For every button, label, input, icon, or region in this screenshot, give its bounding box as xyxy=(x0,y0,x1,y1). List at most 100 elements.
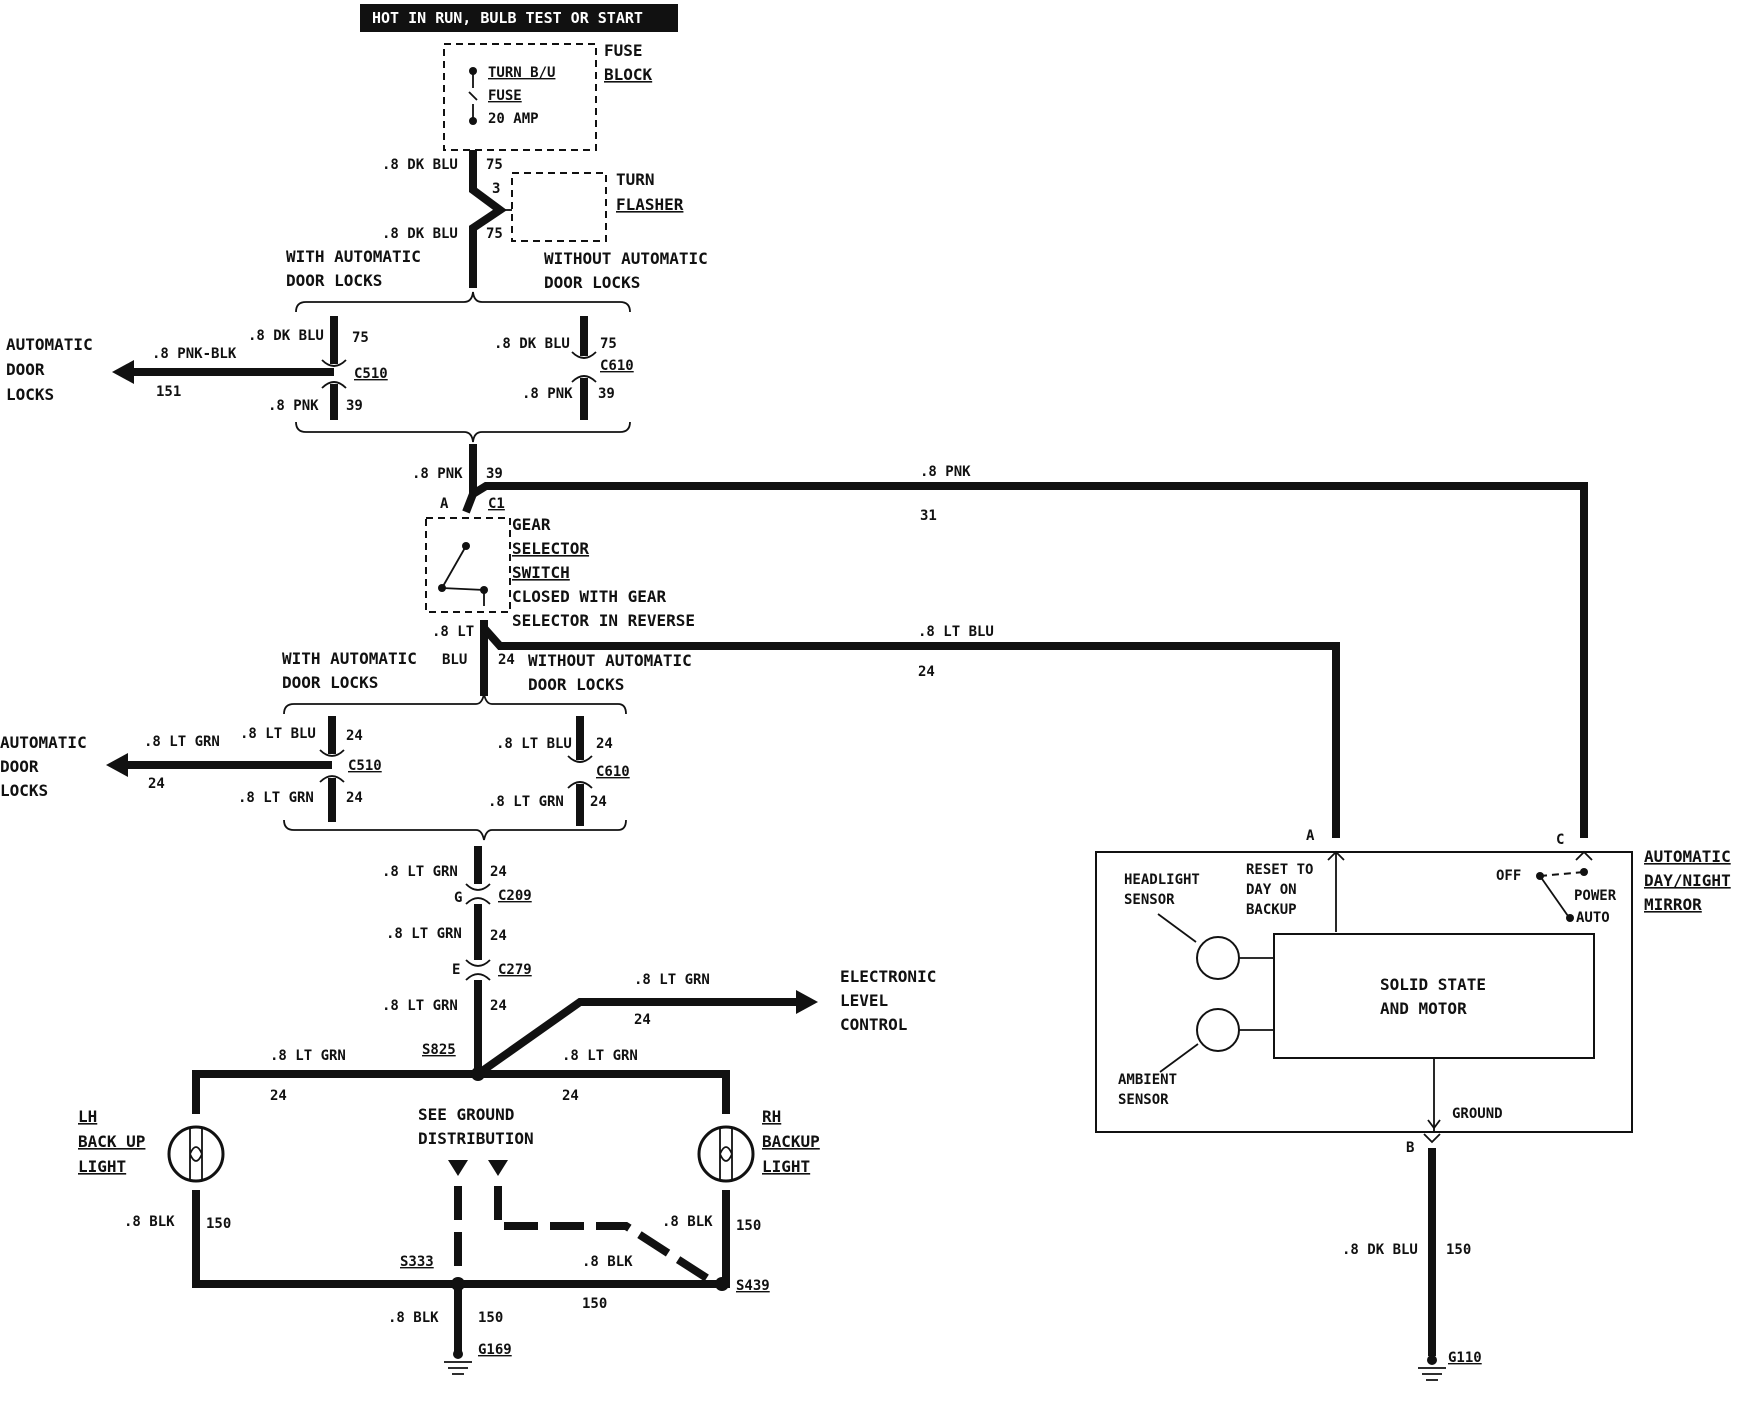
c610a-top-label: .8 DK BLU xyxy=(494,336,570,352)
gw-drop-label: .8 BLK xyxy=(388,1310,439,1326)
fuse-block-title-2: BLOCK xyxy=(604,65,653,84)
mirror-pin-c-arrow xyxy=(1575,850,1593,861)
splice-s439: S439 xyxy=(736,1278,770,1294)
option2-with-line-1: WITH AUTOMATIC xyxy=(282,649,417,668)
ground-note-arrow-right xyxy=(488,1160,508,1176)
c610a-connector xyxy=(571,351,597,383)
c510b-branch-num: 24 xyxy=(148,776,165,792)
lh-lamp-line-1: LH xyxy=(78,1107,97,1126)
gw-drop-num: 150 xyxy=(478,1310,503,1326)
elc-line-2: LEVEL xyxy=(840,991,888,1010)
c510b-branch-label: .8 LT GRN xyxy=(144,734,220,750)
gear-switch-leg xyxy=(441,587,485,606)
mirror-ground-wire-num: 150 xyxy=(1446,1242,1471,1258)
option2-without-line-2: DOOR LOCKS xyxy=(528,675,624,694)
c610b-top-num: 24 xyxy=(596,736,613,752)
ground-g169-icon xyxy=(444,1349,472,1375)
option2-brace-bottom xyxy=(283,819,627,841)
c510a-branch-arrow xyxy=(112,360,134,384)
lt-blu-label-a: .8 LT xyxy=(432,624,474,640)
splice-s439-dot xyxy=(715,1277,729,1291)
ambient-sensor-line-2: SENSOR xyxy=(1118,1092,1169,1108)
auto-door-locks-1-line-1: AUTOMATIC xyxy=(6,335,93,354)
hot-label-box xyxy=(360,4,678,32)
turn-flasher-line-2: FLASHER xyxy=(616,195,684,214)
c510b-name: C510 xyxy=(348,758,382,774)
c610a-bottom-num: 39 xyxy=(598,386,615,402)
gear-switch-line-2: SELECTOR xyxy=(512,539,589,558)
c279-connector xyxy=(465,959,491,981)
auto-door-locks-2-line-1: AUTOMATIC xyxy=(0,733,87,752)
c510a-name: C510 xyxy=(354,366,388,382)
c510b-top-label: .8 LT BLU xyxy=(240,726,316,742)
c510a-connector xyxy=(321,359,347,389)
chain-w2-num: 24 xyxy=(490,928,507,944)
auto-door-locks-2-line-2: DOOR xyxy=(0,757,39,776)
gw-dash-label: .8 BLK xyxy=(582,1254,633,1270)
solid-state-line-2: AND MOTOR xyxy=(1380,999,1467,1018)
gw-bus-num: 150 xyxy=(582,1296,607,1312)
fuse-block-box xyxy=(443,43,597,151)
c209-name: C209 xyxy=(498,888,532,904)
gear-switch-line-3: SWITCH xyxy=(512,563,570,582)
c510b-bottom-label: .8 LT GRN xyxy=(238,790,314,806)
option2-with-line-2: DOOR LOCKS xyxy=(282,673,378,692)
wire-lt-blu-run xyxy=(481,625,1340,838)
wire-dk-blu-1-num: 75 xyxy=(486,157,503,173)
lamp-bus-right-label: .8 LT GRN xyxy=(562,1048,638,1064)
option1-brace-top xyxy=(295,291,631,313)
pnk-run-num: 31 xyxy=(920,508,937,524)
lamp-bus-left-label: .8 LT GRN xyxy=(270,1048,346,1064)
fuse-terminal-bottom xyxy=(469,117,477,125)
fuse-symbol xyxy=(468,71,478,118)
mid-wire-num: 39 xyxy=(486,466,503,482)
mirror-name-line-1: AUTOMATIC xyxy=(1644,847,1731,866)
rh-lamp-line-1: RH xyxy=(762,1107,781,1126)
c510a-bottom-label: .8 PNK xyxy=(268,398,319,414)
fuse-rating: 20 AMP xyxy=(488,111,539,127)
switch-auto: AUTO xyxy=(1576,910,1610,926)
ground-g110-icon xyxy=(1418,1355,1446,1381)
rh-lamp-line-2: BACKUP xyxy=(762,1132,820,1151)
c510a-branch-num: 151 xyxy=(156,384,181,400)
switch-auto-contact xyxy=(1566,914,1574,922)
fuse-line-1: TURN B/U xyxy=(488,65,555,81)
wire-dk-blu-2-num: 75 xyxy=(486,226,503,242)
reset-note-line-2: DAY ON xyxy=(1246,882,1297,898)
turn-flasher-pin: 3 xyxy=(492,181,500,197)
gw-rh-label: .8 BLK xyxy=(662,1214,713,1230)
ambient-sensor-icon xyxy=(1196,1008,1240,1052)
ambient-sensor-leader xyxy=(1159,1043,1199,1073)
switch-power: POWER xyxy=(1574,888,1617,904)
chain-w1-num: 24 xyxy=(490,864,507,880)
gw-lh-label: .8 BLK xyxy=(124,1214,175,1230)
mirror-ground-wire-label: .8 DK BLU xyxy=(1342,1242,1418,1258)
fuse-line-2: FUSE xyxy=(488,88,522,104)
c610b-bottom-num: 24 xyxy=(590,794,607,810)
option1-with-line-1: WITH AUTOMATIC xyxy=(286,247,421,266)
wire-elc xyxy=(475,998,800,1078)
splice-s333: S333 xyxy=(400,1254,434,1270)
mirror-pin-b-arrow xyxy=(1423,1133,1441,1144)
mirror-pin-b: B xyxy=(1406,1140,1414,1156)
turn-flasher-line-1: TURN xyxy=(616,170,655,189)
rh-lamp-line-3: LIGHT xyxy=(762,1157,810,1176)
elc-line-3: CONTROL xyxy=(840,1015,907,1034)
wire-pnk-mid xyxy=(462,444,477,514)
lamp-bus-right-num: 24 xyxy=(562,1088,579,1104)
wire-dk-blu-2-label: .8 DK BLU xyxy=(382,226,458,242)
mirror-name-line-3: MIRROR xyxy=(1644,895,1702,914)
c610b-name: C610 xyxy=(596,764,630,780)
lamp-bus-left-num: 24 xyxy=(270,1088,287,1104)
mirror-ground-label: GROUND xyxy=(1452,1106,1503,1122)
lt-blu-run-num: 24 xyxy=(918,664,935,680)
pnk-run-label: .8 PNK xyxy=(920,464,971,480)
wire-blk-dashed-right xyxy=(494,1186,719,1288)
mirror-ground-arrow xyxy=(1427,1119,1441,1130)
option1-with-line-2: DOOR LOCKS xyxy=(286,271,382,290)
c610a-top-num: 75 xyxy=(600,336,617,352)
mirror-box xyxy=(1095,851,1633,1133)
solid-state-line-1: SOLID STATE xyxy=(1380,975,1486,994)
gear-switch-blade xyxy=(441,545,467,589)
